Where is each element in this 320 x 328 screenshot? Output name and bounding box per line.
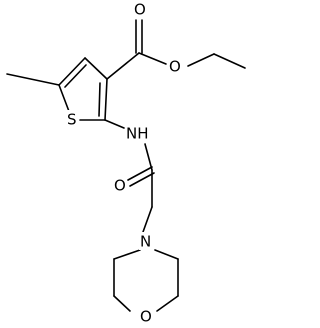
ester-oxygen-label: O (169, 58, 181, 76)
bond-ch2-morpholine-nitrogen (142, 206, 153, 233)
ester-oxygen-background (168, 57, 182, 75)
bond-c5-c4-double (64, 64, 87, 88)
bond-s-c5 (58, 84, 71, 115)
morpholine-nitrogen-background (139, 232, 153, 250)
bond-c3-carbonyl-carbon (106, 52, 140, 80)
thiophene-sulfur-background (66, 110, 79, 128)
bond-ester-oxygen-ch2 (187, 53, 215, 67)
bond-ethyl-ch2-ch3 (213, 53, 246, 69)
bond-c4-c3 (84, 57, 108, 80)
amide-oxygen-label: O (114, 177, 126, 195)
morpholine-nitrogen-label: N (140, 233, 151, 251)
atom-labels: O O S NH O N O (66, 0, 182, 326)
carbonyl-oxygen-label: O (134, 1, 146, 19)
amide-oxygen-background (113, 176, 127, 194)
bond-morpholine-o-c5 (156, 295, 179, 312)
bond-c3-c2 (104, 78, 108, 121)
bond-amide-carbonyl-double-a (127, 166, 153, 181)
bond-carbonyl-carbon-ester-oxygen (138, 52, 167, 65)
bond-amide-carbonyl-double-b (129, 172, 155, 187)
chemical-structure-diagram: O O S NH O N O (6, 0, 246, 326)
morpholine-oxygen-background (139, 307, 153, 325)
morpholine-oxygen-label: O (140, 308, 152, 326)
bond-nh-carbonyl-carbon (144, 143, 153, 171)
bonds (6, 19, 246, 312)
carbonyl-oxygen-background (133, 0, 147, 18)
bond-morpholine-c6-n (154, 249, 179, 260)
bond-c3-c2-double (98, 82, 101, 117)
bond-c5-c4 (58, 57, 86, 86)
bond-c5-methyl (6, 73, 60, 86)
amide-nitrogen-background (126, 124, 150, 142)
amide-nitrogen-label: NH (126, 125, 149, 143)
bond-morpholine-c3-o (113, 295, 131, 312)
bond-c2-nh (104, 119, 125, 129)
bond-morpholine-n-c2 (113, 249, 141, 260)
thiophene-sulfur-label: S (67, 111, 77, 129)
